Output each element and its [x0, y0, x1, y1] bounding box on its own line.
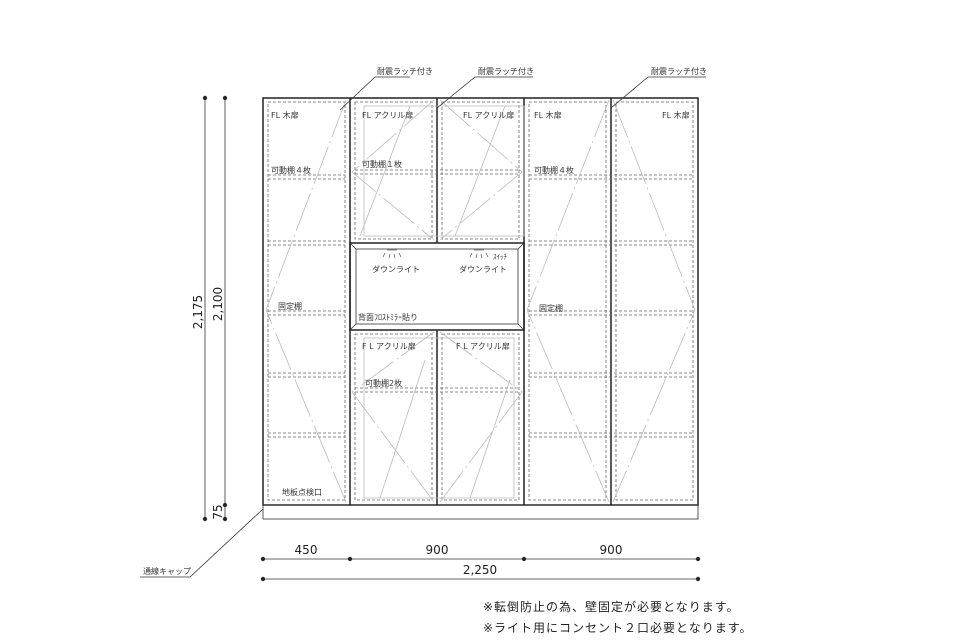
label-upper-acrylic-left: FL アクリル扉: [362, 110, 413, 120]
callout-seismic-latch-1: 耐震ラッチ付き: [377, 66, 433, 76]
label-right-movable-shelves: 可動棚４枚: [534, 165, 574, 175]
downlight-icon: [382, 249, 489, 259]
vertical-dimensions: [202, 95, 228, 522]
callout-seismic-latch-3: 耐震ラッチ付き: [651, 66, 707, 76]
dim-width-2: 900: [426, 543, 449, 557]
label-switch: ｽｲｯﾁ: [493, 253, 507, 261]
callout-seismic-latch-2: 耐震ラッチ付き: [478, 66, 534, 76]
open-niche: [349, 242, 525, 331]
label-lower-acrylic-right: F L アクリル扉: [456, 341, 510, 351]
callout-leaders: [339, 76, 706, 111]
dim-height-body: 2,100: [211, 287, 225, 321]
dim-width-total: 2,250: [463, 563, 497, 577]
inner-outlines: [267, 101, 694, 501]
label-lower-movable-shelves: 可動棚2枚: [365, 378, 402, 388]
label-floor-access: 地板点検口: [282, 487, 322, 497]
label-lower-acrylic-left: F L アクリル扉: [362, 341, 416, 351]
door-swing-lines: [265, 99, 696, 503]
label-upper-acrylic-right: FL アクリル扉: [463, 110, 514, 120]
dim-width-3: 900: [600, 543, 623, 557]
label-frosted-mirror: 背面ﾌﾛｽﾄﾐﾗｰ貼り: [358, 312, 418, 322]
horizontal-dimensions: [260, 556, 701, 582]
label-downlight-left: ダウンライト: [372, 264, 420, 274]
dim-width-1: 450: [295, 543, 318, 557]
label-right-fixed-shelf: 固定棚: [539, 303, 563, 313]
label-left-movable-shelves: 可動棚４枚: [271, 165, 311, 175]
label-right-door-2: FL 木扉: [662, 110, 690, 120]
label-upper-movable-shelf: 可動棚１枚: [362, 159, 402, 169]
label-wire-cap: 通線キャップ: [143, 566, 191, 576]
label-downlight-right: ダウンライト: [459, 264, 507, 274]
shelves: [268, 169, 693, 438]
label-right-door-1: FL 木扉: [534, 110, 562, 120]
wire-cap-leader: [140, 508, 264, 578]
note-outlet: ※ライト用にコンセント２口必要となります。: [483, 621, 753, 635]
note-wall-fixing: ※転倒防止の為、壁固定が必要となります。: [483, 599, 740, 614]
label-left-fixed-shelf: 固定棚: [278, 301, 302, 311]
dim-height-total: 2,175: [191, 295, 205, 329]
label-left-door: FL 木扉: [271, 110, 299, 120]
dim-plinth: 75: [211, 504, 225, 519]
